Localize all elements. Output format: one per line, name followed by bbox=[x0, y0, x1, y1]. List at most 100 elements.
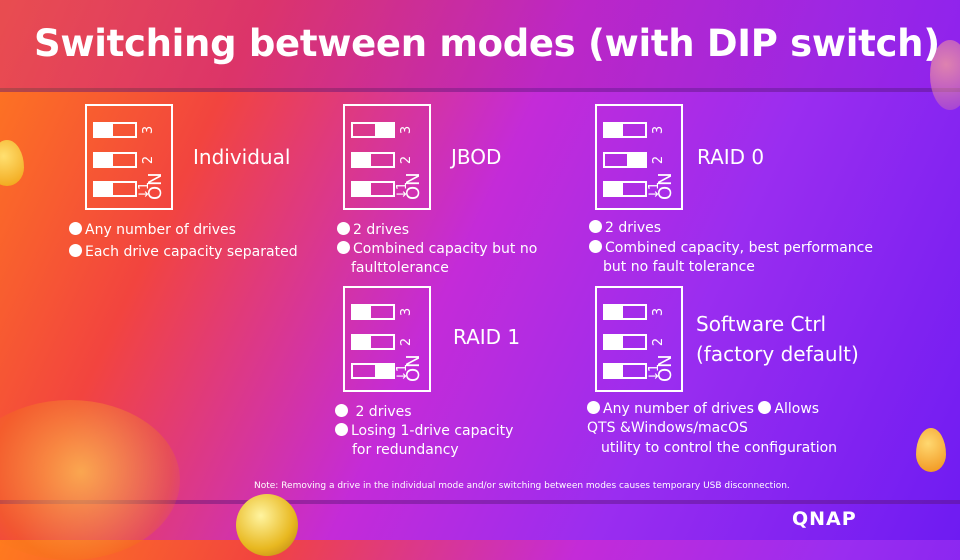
switch-knob bbox=[605, 336, 623, 348]
honey-drop-right bbox=[916, 428, 946, 472]
switch-number-3: 3 bbox=[651, 125, 666, 135]
switch-knob bbox=[375, 365, 393, 377]
switch-3 bbox=[603, 122, 647, 138]
bullet-item: Combined capacity but no bbox=[337, 240, 537, 258]
title-band bbox=[0, 0, 960, 88]
switch-number-2: 2 bbox=[399, 337, 414, 347]
bullet-text: Any number of drives bbox=[603, 401, 754, 417]
switch-1 bbox=[603, 181, 647, 197]
bullet-continuation: faulttolerance bbox=[351, 260, 449, 276]
mode-name-factory-default: (factory default) bbox=[696, 342, 859, 366]
bullet-item: 2 drives bbox=[589, 219, 661, 237]
top-divider bbox=[0, 88, 960, 92]
bullet-text: 2 drives bbox=[353, 222, 410, 238]
switch-knob bbox=[605, 183, 623, 195]
bullet-continuation: but no fault tolerance bbox=[603, 259, 755, 275]
footnote: Note: Removing a drive in the individual… bbox=[254, 481, 790, 491]
bullet-icon bbox=[69, 222, 82, 235]
honey-pool-left bbox=[0, 400, 180, 560]
switch-knob bbox=[375, 124, 393, 136]
mode-name-individual: Individual bbox=[193, 145, 291, 169]
bullet-text: Losing 1-drive capacity bbox=[351, 423, 514, 439]
honey-drip-top-right bbox=[930, 40, 960, 110]
bullet-continuation: utility to control the configuration bbox=[601, 440, 838, 456]
bullet-text: Each drive capacity separated bbox=[85, 244, 298, 260]
bullet-icon bbox=[589, 240, 602, 253]
switch-number-3: 3 bbox=[141, 125, 156, 135]
switch-1 bbox=[351, 363, 395, 379]
switch-2 bbox=[351, 152, 395, 168]
switch-knob bbox=[605, 124, 623, 136]
bottom-divider bbox=[0, 500, 960, 504]
mode-name-jbod: JBOD bbox=[451, 145, 502, 169]
switch-3 bbox=[603, 304, 647, 320]
switch-3 bbox=[93, 122, 137, 138]
switch-number-3: 3 bbox=[651, 307, 666, 317]
dip-switch-raid0: 3 2 1 ↓ ON bbox=[595, 104, 683, 210]
mode-name-raid0: RAID 0 bbox=[697, 145, 765, 169]
bullet-icon bbox=[587, 401, 600, 414]
bullet-continuation: for redundancy bbox=[352, 442, 459, 458]
bullet-text: 2 drives bbox=[351, 404, 412, 420]
bullet-text: Allows bbox=[774, 401, 820, 417]
bullet-icon bbox=[589, 220, 602, 233]
switch-knob bbox=[605, 306, 623, 318]
bullet-continuation: QTS &Windows/macOS bbox=[587, 420, 748, 436]
honey-ball bbox=[236, 494, 298, 556]
switch-1 bbox=[351, 181, 395, 197]
bullet-text: Combined capacity, best performance bbox=[605, 240, 873, 256]
switch-knob bbox=[353, 183, 371, 195]
honey-drop-left bbox=[0, 140, 24, 186]
on-label: ON bbox=[403, 172, 424, 200]
switch-knob bbox=[353, 306, 371, 318]
on-label: ON bbox=[403, 354, 424, 382]
switch-number-3: 3 bbox=[399, 125, 414, 135]
switch-2 bbox=[93, 152, 137, 168]
mode-name-software-ctrl: Software Ctrl bbox=[696, 312, 827, 336]
bullet-icon bbox=[335, 404, 348, 417]
mode-name-raid1: RAID 1 bbox=[453, 325, 521, 349]
bullet-item: Combined capacity, best performance bbox=[589, 239, 873, 257]
switch-number-2: 2 bbox=[141, 155, 156, 165]
switch-3 bbox=[351, 122, 395, 138]
switch-knob bbox=[353, 336, 371, 348]
bullet-icon bbox=[758, 401, 772, 414]
qnap-logo: QNAP bbox=[792, 508, 857, 530]
bullet-icon bbox=[335, 423, 348, 436]
bullet-item: Any number of drives Allows bbox=[587, 400, 819, 418]
bullet-item: Each drive capacity separated bbox=[69, 243, 298, 261]
bullet-item: Any number of drives bbox=[69, 221, 236, 239]
switch-2 bbox=[603, 152, 647, 168]
bullet-item: 2 drives bbox=[337, 221, 409, 239]
bullet-text: Any number of drives bbox=[85, 222, 236, 238]
bullet-icon bbox=[69, 244, 82, 257]
switch-2 bbox=[603, 334, 647, 350]
switch-number-2: 2 bbox=[651, 155, 666, 165]
bullet-icon bbox=[337, 241, 350, 254]
switch-knob bbox=[95, 183, 113, 195]
page-title: Switching between modes (with DIP switch… bbox=[34, 22, 940, 65]
switch-number-3: 3 bbox=[399, 307, 414, 317]
dip-switch-software-ctrl: 3 2 1 ↓ ON bbox=[595, 286, 683, 392]
dip-switch-individual: 3 2 1 ↓ ON bbox=[85, 104, 173, 210]
bullet-item: Losing 1-drive capacity bbox=[335, 422, 513, 440]
switch-2 bbox=[351, 334, 395, 350]
switch-1 bbox=[93, 181, 137, 197]
dip-switch-jbod: 3 2 1 ↓ ON bbox=[343, 104, 431, 210]
dip-switch-raid1: 3 2 1 ↓ ON bbox=[343, 286, 431, 392]
switch-number-2: 2 bbox=[651, 337, 666, 347]
switch-knob bbox=[353, 154, 371, 166]
switch-number-2: 2 bbox=[399, 155, 414, 165]
bullet-icon bbox=[337, 222, 350, 235]
switch-knob bbox=[95, 124, 113, 136]
bullet-text: 2 drives bbox=[605, 220, 662, 236]
switch-knob bbox=[95, 154, 113, 166]
bullet-item: 2 drives bbox=[335, 403, 412, 421]
on-label: ON bbox=[655, 354, 676, 382]
switch-3 bbox=[351, 304, 395, 320]
on-label: ON bbox=[655, 172, 676, 200]
switch-knob bbox=[605, 365, 623, 377]
bullet-text: Combined capacity but no bbox=[353, 241, 538, 257]
switch-knob bbox=[627, 154, 645, 166]
on-label: ON bbox=[145, 172, 166, 200]
